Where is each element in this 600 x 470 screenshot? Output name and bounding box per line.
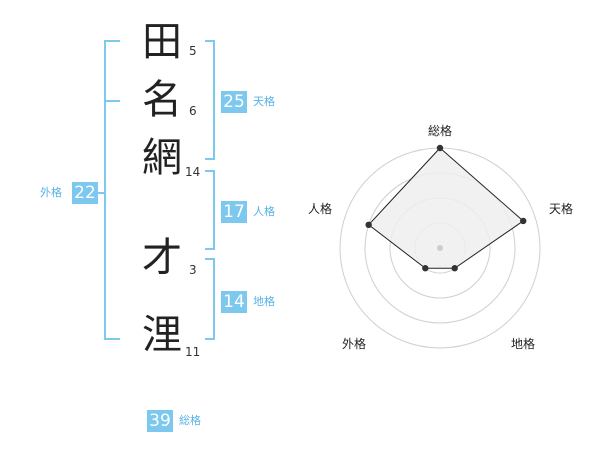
radar-point-3 — [422, 265, 429, 272]
gaikaku-label: 外格 — [40, 186, 62, 199]
stroke-count-4: 3 — [189, 263, 197, 277]
radar-point-4 — [365, 221, 372, 229]
soukaku-badge: 39 — [147, 410, 173, 432]
stroke-count-5: 11 — [185, 345, 201, 359]
radar-axis-label-soukaku: 総格 — [428, 124, 453, 138]
gaikaku-bracket-top — [104, 40, 120, 42]
tenkaku-bracket — [213, 40, 215, 160]
jinkaku-badge: 17 — [221, 201, 247, 223]
gaikaku-bracket — [104, 40, 106, 340]
jinkaku-bracket-bottom — [205, 248, 215, 250]
radar-point-2 — [451, 265, 458, 272]
gaikaku-bracket-bottom — [104, 338, 120, 340]
radar-point-0 — [436, 144, 444, 152]
soukaku-label: 総格 — [179, 414, 201, 427]
gaikaku-bracket-mid — [104, 100, 120, 102]
name-char-2: 名 — [142, 77, 182, 123]
chikaku-bracket-top — [205, 258, 215, 260]
gaikaku-connector — [98, 192, 104, 194]
stroke-count-2: 6 — [189, 104, 197, 118]
chikaku-label: 地格 — [253, 295, 275, 308]
stroke-count-3: 14 — [185, 165, 201, 179]
tenkaku-bracket-bottom — [205, 158, 215, 160]
tenkaku-badge: 25 — [221, 91, 247, 113]
radar-axis-label-jinkaku: 人格 — [308, 202, 333, 216]
name-char-4: 才 — [142, 235, 182, 281]
tenkaku-bracket-top — [205, 40, 215, 42]
radar-axis-label-chikaku: 地格 — [511, 337, 536, 351]
radar-point-1 — [520, 217, 527, 225]
radar-polygon — [367, 147, 525, 269]
chikaku-bracket — [213, 258, 215, 340]
stroke-count-1: 5 — [189, 44, 197, 58]
radar-axis-label-gaikaku: 外格 — [342, 337, 367, 351]
gaikaku-badge: 22 — [72, 182, 98, 204]
tenkaku-label: 天格 — [253, 95, 275, 108]
radar-center — [437, 245, 443, 251]
name-char-3: 網 — [142, 135, 182, 181]
jinkaku-bracket — [213, 170, 215, 250]
name-char-5: 浬 — [142, 312, 182, 358]
name-char-1: 田 — [142, 19, 182, 65]
jinkaku-bracket-top — [205, 170, 215, 172]
jinkaku-label: 人格 — [253, 205, 275, 218]
chikaku-badge: 14 — [221, 291, 247, 313]
chikaku-bracket-bottom — [205, 338, 215, 340]
radar-axis-label-tenkaku: 天格 — [549, 202, 574, 216]
